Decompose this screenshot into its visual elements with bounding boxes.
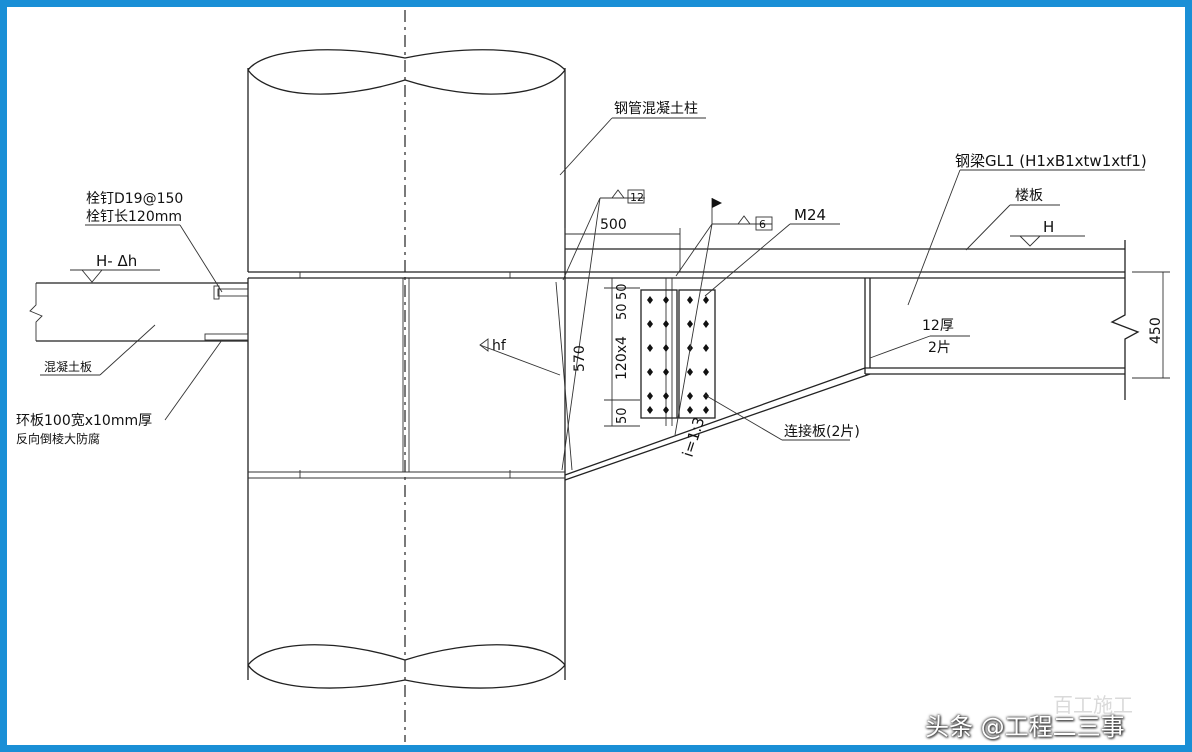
bolt-mark [687, 406, 693, 414]
annotations: 钢管混凝土柱 钢梁GL1 (H1xB1xtw1xtf1) 楼板 H 栓钉D19@… [16, 101, 1164, 459]
dim-50-top-a: 50 [615, 283, 630, 300]
slab-elev-triangle [1019, 235, 1041, 247]
weld12-box [627, 189, 645, 204]
stud-label-line1: 栓钉D19@150 [86, 191, 183, 207]
splice-plate-group [640, 278, 716, 426]
bolt-mark [687, 368, 693, 376]
bolt-mark [703, 368, 709, 376]
column [247, 10, 566, 742]
ring-plate-left [204, 333, 249, 341]
concrete-slab-label: 混凝土板 [44, 359, 92, 374]
weld12-leader-b [561, 197, 601, 471]
dim-570-line [555, 281, 573, 471]
bolt-mark [687, 392, 693, 400]
dim-500-label: 500 [600, 217, 627, 233]
bolt-mark [647, 296, 653, 304]
ring-plate-label-line1: 环板100宽x10mm厚 [16, 412, 152, 429]
hf-leader [479, 344, 561, 376]
bolt-mark [663, 296, 669, 304]
leaders [40, 117, 1145, 471]
weld12-fillet-icon [611, 189, 625, 199]
weld6-fillet-icon [737, 215, 751, 225]
weld-size-6: 6 [759, 218, 766, 231]
weld6-leader-a [675, 223, 713, 277]
weld-hf-label: hf [492, 338, 507, 354]
haunch-bottom-outer [564, 367, 866, 476]
stud-label-line2: 栓钉长120mm [86, 209, 182, 225]
slab-elevation-label: H [1043, 218, 1054, 236]
splice-plate-right [678, 289, 716, 419]
bolt-leader [704, 223, 791, 297]
weld-size-12: 12 [630, 191, 644, 204]
bolt-mark [647, 320, 653, 328]
bolt-group [647, 296, 709, 414]
weld12-leader-a [562, 197, 601, 281]
beam-break [1110, 240, 1140, 400]
stiffener-label-line2: 2片 [928, 340, 951, 356]
bolt-mark [663, 392, 669, 400]
slab-break [29, 283, 43, 341]
stud-leader [179, 224, 223, 293]
bolt-mark [703, 296, 709, 304]
stiffener-leader [869, 335, 931, 359]
bolt-mark [647, 344, 653, 352]
bolt-mark [647, 392, 653, 400]
dim-450-label: 450 [1148, 317, 1164, 344]
ring-leader [164, 339, 223, 421]
steel-beam-column-joint-drawing: 钢管混凝土柱 钢梁GL1 (H1xB1xtw1xtf1) 楼板 H 栓钉D19@… [16, 10, 1170, 742]
ring-plate-label-line2: 反向倒棱大防腐 [16, 431, 100, 446]
dim-50-bottom: 50 [615, 407, 630, 424]
bolt-label: M24 [794, 206, 826, 224]
steel-beam-label: 钢梁GL1 (H1xB1xtw1xtf1) [955, 152, 1147, 170]
column-top-break-lower [247, 69, 566, 95]
stiffener-label-line1: 12厚 [922, 318, 954, 334]
site-weld-flag-icon [712, 198, 722, 208]
dim-120x4-label: 120x4 [614, 336, 630, 380]
haunch-bottom-inner [564, 373, 871, 481]
bolt-mark [647, 368, 653, 376]
slab-label-leader [99, 324, 156, 376]
bolt-mark [647, 406, 653, 414]
splice-leader [704, 394, 783, 441]
bolt-mark [703, 406, 709, 414]
beam-leader [907, 169, 961, 306]
dim-50-top-b: 50 [615, 303, 630, 320]
bolt-mark [703, 344, 709, 352]
bolt-mark [663, 320, 669, 328]
shear-stud-head [213, 285, 220, 300]
hf-weld-icon [479, 338, 489, 352]
left-concrete-slab [29, 269, 249, 342]
left-elevation-label: H- Δh [96, 252, 137, 270]
bolt-mark [663, 406, 669, 414]
bolt-mark [663, 344, 669, 352]
floor-slab-label: 楼板 [1015, 188, 1043, 204]
splice-plate-left [640, 289, 678, 419]
column-label: 钢管混凝土柱 [614, 101, 698, 117]
bolt-mark [687, 320, 693, 328]
watermark-brand: 百工施工 [1053, 693, 1133, 717]
left-elev-triangle [81, 269, 103, 283]
column-bottom-break-upper [247, 644, 566, 666]
shear-stud [217, 288, 249, 297]
bolt-mark [703, 320, 709, 328]
steel-beam [564, 228, 1140, 481]
column-leader [559, 117, 613, 176]
weld6-box [755, 216, 773, 231]
weld6-leader-b [674, 223, 713, 436]
column-top-break-upper [247, 49, 566, 71]
column-bottom-break-lower [247, 664, 566, 689]
bolt-mark [687, 296, 693, 304]
vertical-dimensions [555, 271, 1170, 471]
ring-plate [248, 271, 1125, 279]
splice-plate-label: 连接板(2片) [784, 423, 860, 440]
slope-label: i=1:3 [679, 415, 709, 459]
bolt-mark [663, 368, 669, 376]
dim-570-label: 570 [572, 345, 588, 372]
slab-leader [965, 204, 1011, 251]
watermark-credit: 头条 @工程二三事 [925, 713, 1125, 741]
